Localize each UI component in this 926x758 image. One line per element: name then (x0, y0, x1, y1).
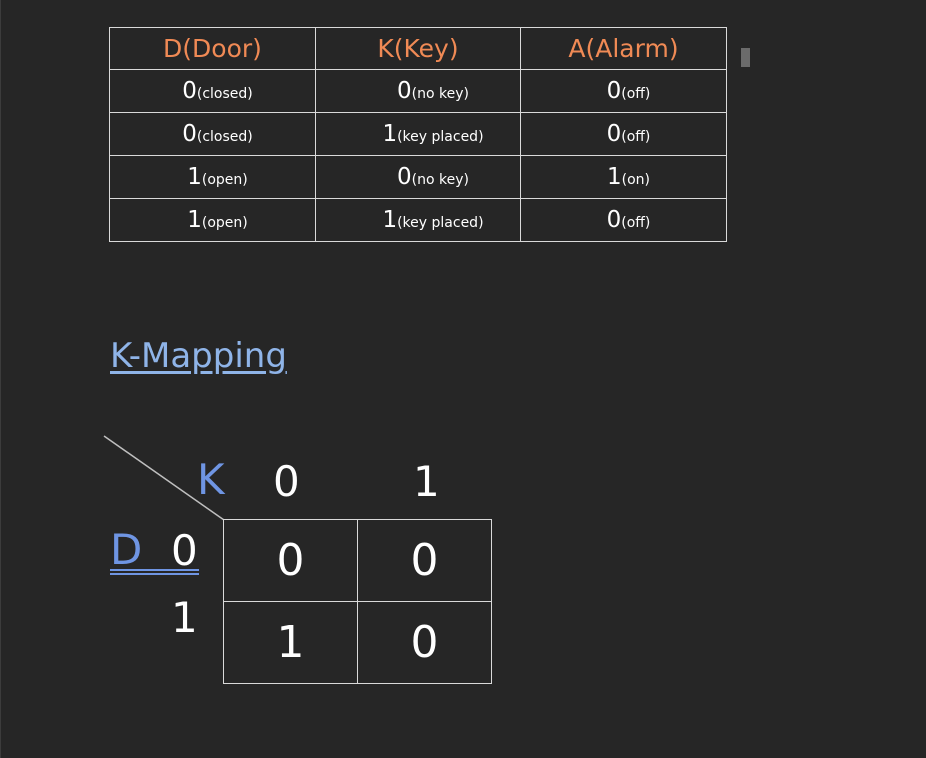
table-row: 0(closed) 0(no key) 0(off) (109, 69, 727, 113)
alarm-note: (off) (621, 129, 651, 145)
alarm-cell: 0(off) (520, 198, 727, 242)
column-label-1: 1 (413, 457, 440, 506)
key-note: (key placed) (397, 129, 484, 145)
column-label-0: 0 (273, 457, 300, 506)
key-cell: 0(no key) (315, 69, 521, 113)
key-cell: 1(key placed) (315, 198, 521, 242)
door-note: (open) (201, 172, 248, 188)
door-cell: 0(closed) (109, 112, 316, 156)
alarm-note: (off) (621, 215, 651, 231)
kmap-heading: K-Mapping (110, 336, 287, 376)
row-variable-label: D (110, 525, 143, 574)
key-value: 1 (382, 121, 398, 147)
alarm-value: 0 (606, 78, 622, 104)
row-variable-underline (110, 569, 199, 571)
alarm-cell: 0(off) (520, 112, 727, 156)
key-note: (key placed) (397, 215, 484, 231)
header-door: D(Door) (109, 27, 316, 70)
row-label-0: 0 (171, 526, 198, 575)
truth-table: D(Door) K(Key) A(Alarm) 0(closed) 0(no k… (109, 27, 727, 242)
alarm-value: 0 (606, 121, 622, 147)
alarm-note: (on) (621, 172, 650, 188)
alarm-value: 1 (606, 164, 622, 190)
door-cell: 0(closed) (109, 69, 316, 113)
kmap-cell: 1 (223, 601, 358, 684)
kmap-cell: 0 (357, 519, 492, 602)
kmap-row: 1 0 (223, 601, 492, 684)
key-note: (no key) (411, 172, 469, 188)
alarm-note: (off) (621, 86, 651, 102)
key-value: 1 (382, 207, 398, 233)
column-variable-label: K (197, 455, 225, 504)
kmap-cell: 0 (223, 519, 358, 602)
truth-table-header-row: D(Door) K(Key) A(Alarm) (109, 27, 727, 70)
door-note: (open) (201, 215, 248, 231)
alarm-cell: 1(on) (520, 155, 727, 199)
table-row: 0(closed) 1(key placed) 0(off) (109, 112, 727, 156)
kmap-row: 0 0 (223, 519, 492, 602)
alarm-cell: 0(off) (520, 69, 727, 113)
key-cell: 1(key placed) (315, 112, 521, 156)
table-row: 1(open) 1(key placed) 0(off) (109, 198, 727, 242)
header-key: K(Key) (315, 27, 521, 70)
door-cell: 1(open) (109, 155, 316, 199)
kmap-grid: 0 0 1 0 (223, 519, 492, 684)
key-value: 0 (397, 78, 412, 104)
key-note: (no key) (411, 86, 469, 102)
kmap-cell: 0 (357, 601, 492, 684)
key-value: 0 (397, 164, 412, 190)
header-alarm: A(Alarm) (520, 27, 727, 70)
door-cell: 1(open) (109, 198, 316, 242)
text-cursor[interactable] (741, 48, 750, 67)
door-value: 1 (187, 164, 202, 190)
door-value: 0 (182, 121, 197, 147)
door-value: 1 (187, 207, 202, 233)
key-cell: 0(no key) (315, 155, 521, 199)
door-note: (closed) (196, 129, 253, 145)
door-value: 0 (182, 78, 197, 104)
row-variable-underline (110, 573, 199, 575)
table-row: 1(open) 0(no key) 1(on) (109, 155, 727, 199)
alarm-value: 0 (606, 207, 622, 233)
door-note: (closed) (196, 86, 253, 102)
row-label-1: 1 (171, 593, 198, 642)
